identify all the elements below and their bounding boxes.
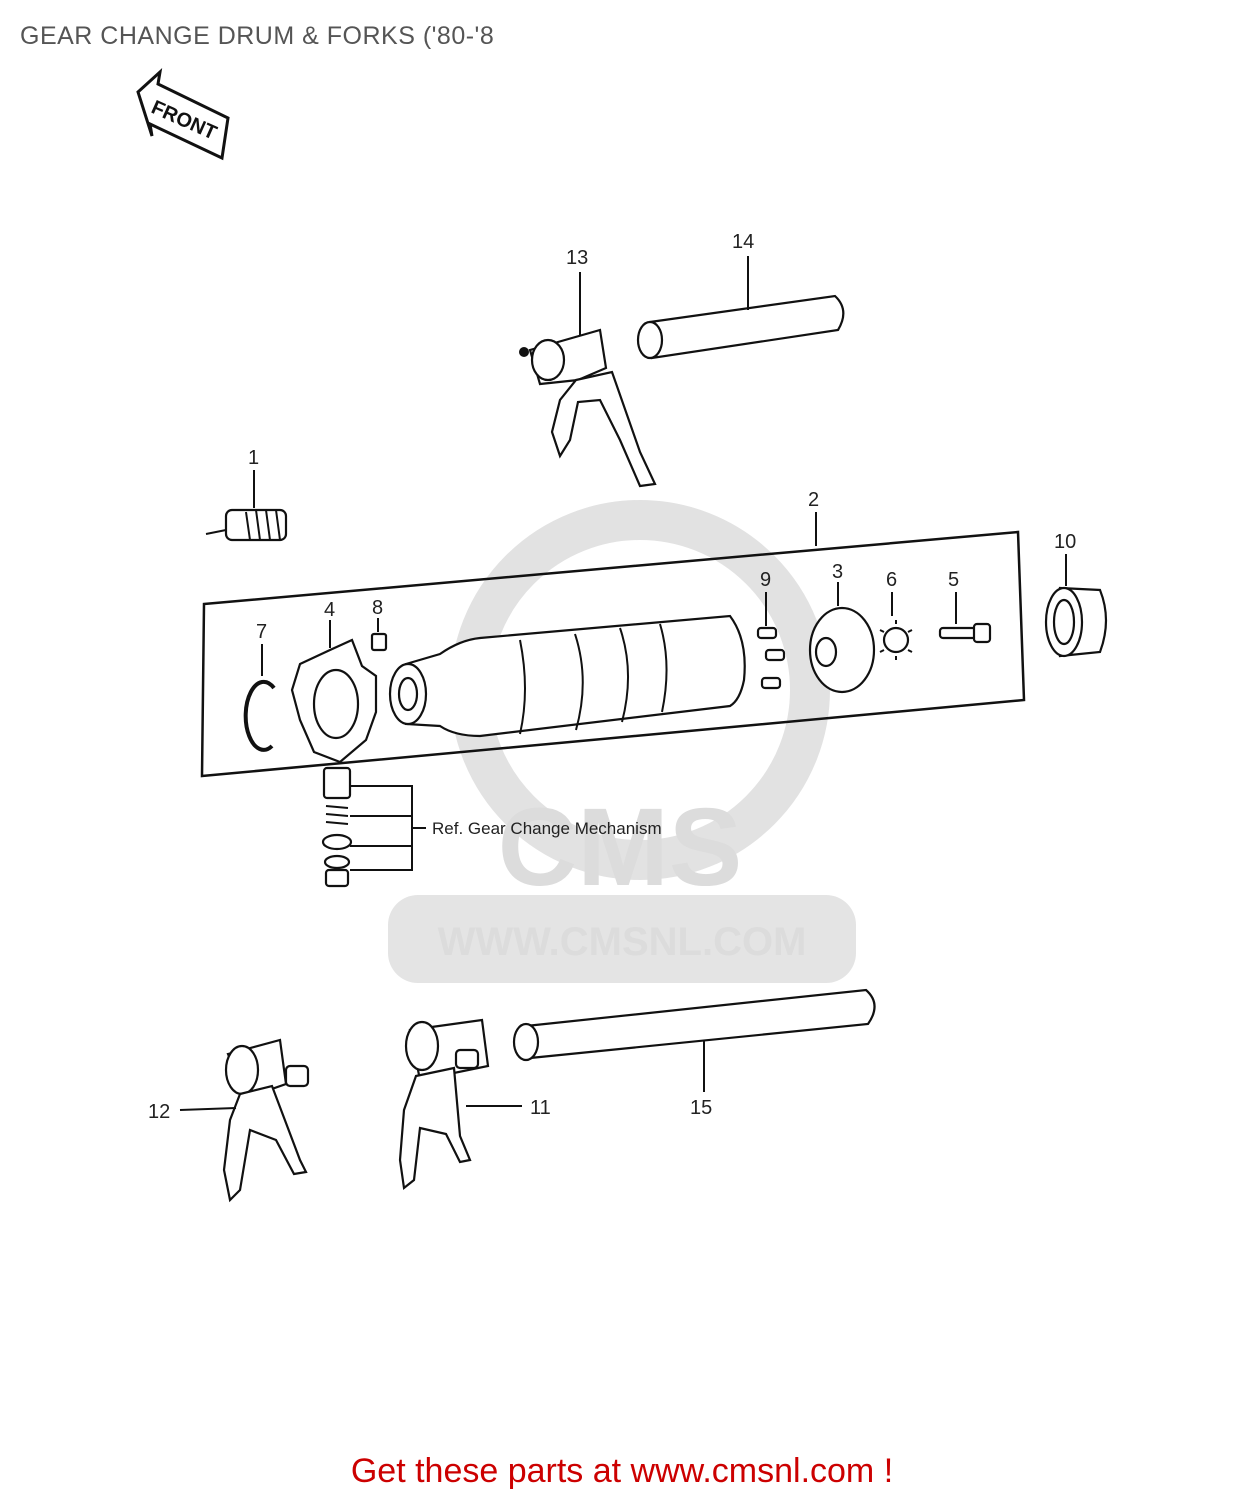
callout-7: 7 (256, 621, 267, 643)
gear-change-drum (388, 614, 746, 738)
part-2-drum-assembly-frame (200, 512, 1026, 778)
callout-13: 13 (566, 247, 588, 269)
callout-4: 4 (324, 599, 335, 621)
callout-15: 15 (690, 1097, 712, 1119)
callout-14: 14 (732, 231, 754, 253)
callout-3: 3 (832, 561, 843, 583)
reference-note: Ref. Gear Change Mechanism (432, 819, 662, 838)
callout-5: 5 (948, 569, 959, 591)
part-14-shaft (636, 256, 845, 360)
callout-2: 2 (808, 489, 819, 511)
part-7-circlip (243, 644, 276, 752)
part-10-bearing (1044, 554, 1108, 658)
callout-8: 8 (372, 597, 383, 619)
part-5-bolt (938, 592, 992, 644)
callout-11: 11 (530, 1097, 551, 1119)
part-9-pins (756, 592, 786, 690)
part-15-shaft (512, 988, 876, 1092)
callout-10: 10 (1054, 531, 1076, 553)
callout-9: 9 (760, 569, 771, 591)
part-13-shift-fork (519, 272, 657, 488)
part-6-pin-gear (879, 592, 913, 660)
page-title: GEAR CHANGE DRUM & FORKS ('80-'8 (20, 22, 495, 50)
front-arrow-icon: FRONT (136, 67, 230, 161)
get-parts-link[interactable]: Get these parts at www.cmsnl.com ! (350, 1452, 894, 1490)
watermark-url: WWW.CMSNL.COM (438, 920, 807, 964)
watermark-brand: CMS (498, 786, 742, 909)
part-12-shift-fork (179, 1038, 310, 1203)
part-4-star-plate (290, 620, 378, 764)
callout-6: 6 (886, 569, 897, 591)
part-3-cam-plate (808, 582, 876, 694)
detent-parts-stack (321, 766, 426, 888)
callout-1: 1 (248, 447, 259, 469)
part-8-pin (370, 618, 388, 652)
callout-12: 12 (148, 1101, 170, 1123)
part-11-shift-fork (398, 1018, 522, 1191)
part-1-neutral-switch (205, 470, 288, 542)
